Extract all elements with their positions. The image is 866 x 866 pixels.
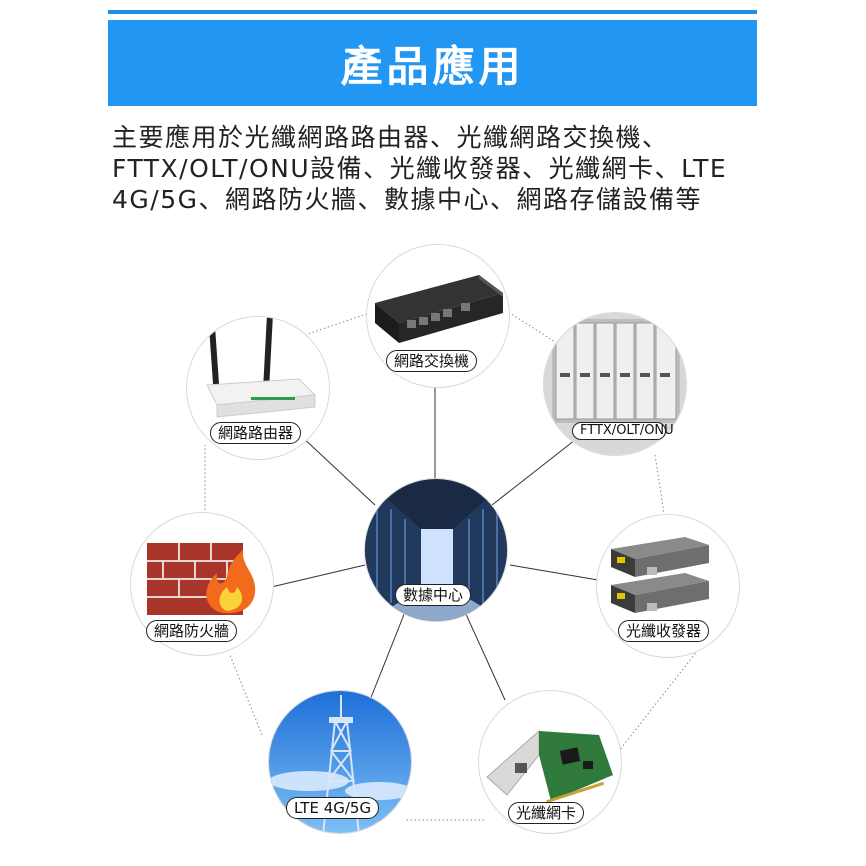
network-card-icon [486,729,613,804]
spoke-line [509,564,599,581]
spoke-line [464,611,506,701]
title-banner: 產品應用 [108,10,757,108]
nic-label: 光纖網卡 [508,802,585,824]
spoke-line [299,434,376,506]
ring-link [501,307,561,346]
ring-link [304,309,379,336]
ring-link [229,654,263,736]
wifi-router-icon [206,317,317,418]
banner-title: 產品應用 [340,41,525,91]
spoke-line [369,611,406,701]
firewall-label: 網路防火牆 [146,620,238,642]
network-switch-icon [375,275,503,343]
ring-link [654,454,666,521]
transceiver-label: 光纖收發器 [618,620,710,642]
datacenter-label: 數據中心 [395,584,472,606]
media-converter-icon [611,537,709,613]
banner-top-line [108,10,757,14]
ring-link [611,649,699,761]
firewall-icon [147,543,256,615]
switch-label: 網路交換機 [386,350,478,372]
router-label: 網路路由器 [210,422,302,444]
fttx-label: FTTX/OLT/ONU [572,422,674,440]
intro-text: 主要應用於光纖網路路由器、光纖網路交換機、FTTX/OLT/ONU設備、光纖收發… [112,123,728,214]
spoke-line [491,439,576,506]
lte-label: LTE 4G/5G [286,797,380,819]
banner-bar [108,20,757,106]
spoke-line [266,564,366,589]
